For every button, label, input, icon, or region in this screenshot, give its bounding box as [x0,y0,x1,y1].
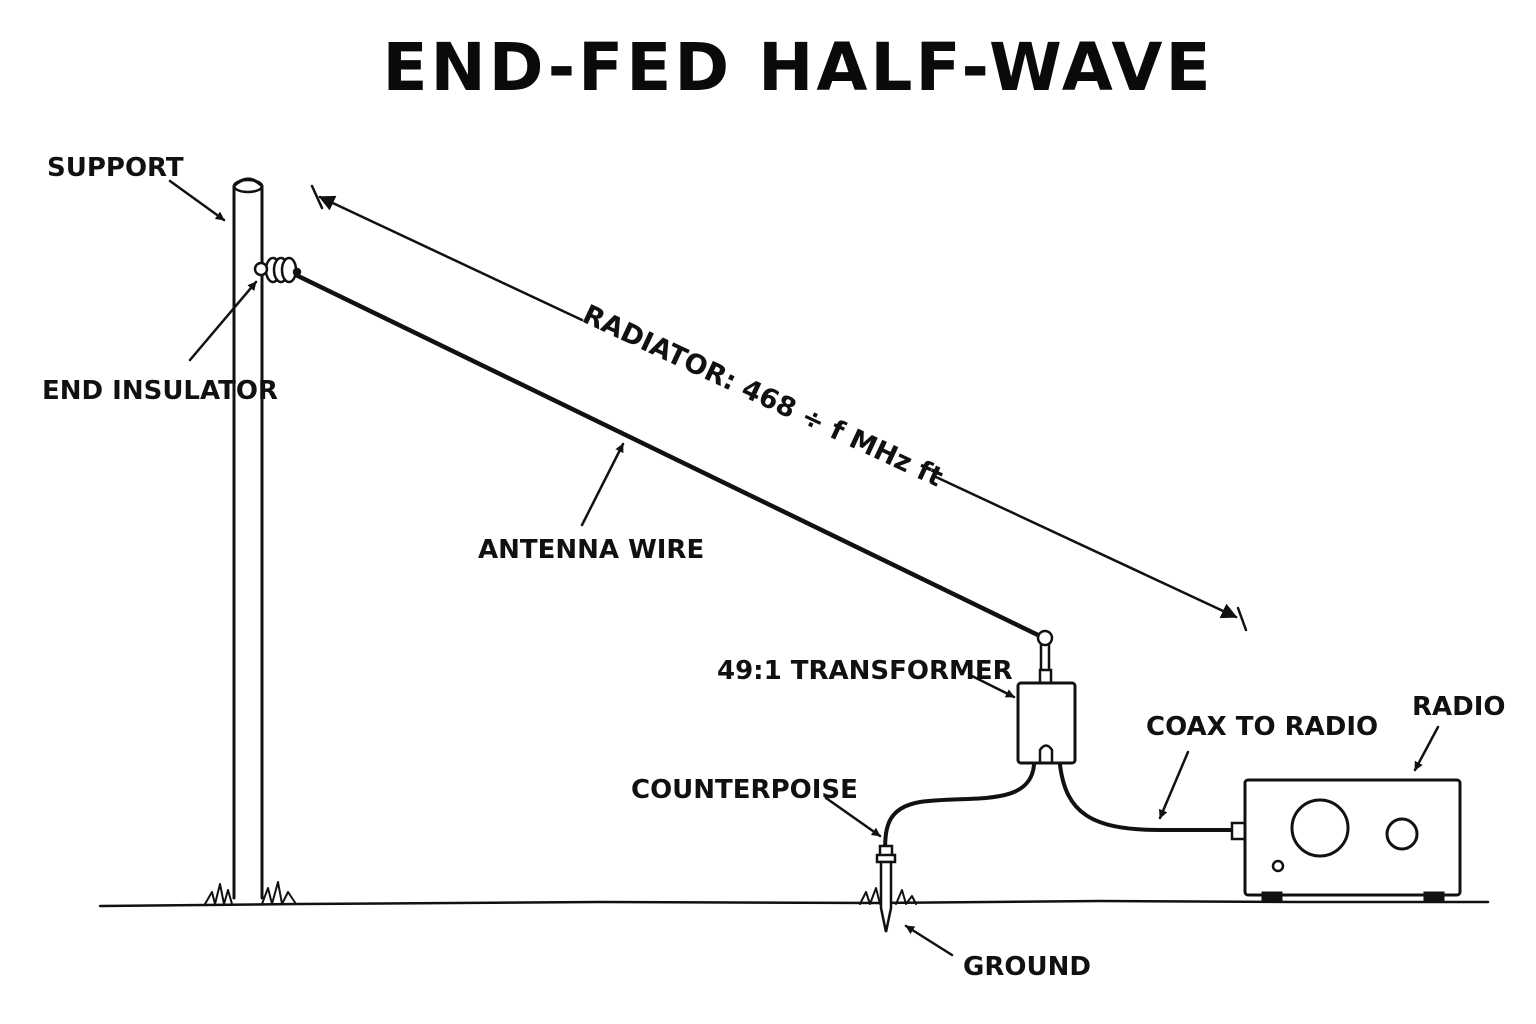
counterpoise-wire [883,763,1036,858]
antenna-wire-label: ANTENNA WIRE [478,535,704,565]
end-insulator-label: END INSULATOR [42,376,278,406]
coax-leader-arrow [1158,750,1190,820]
ground-label: GROUND [963,952,1091,982]
radio-volume-knob-icon [1385,817,1419,851]
radio-unit [1243,778,1462,902]
support-pole [232,177,264,900]
radiator-formula-label: RADIATOR: 468 ÷ f MHz ft [578,299,948,493]
coax-cable [1058,763,1234,832]
diagram-title: END-FED HALF-WAVE [382,29,1213,106]
insulator-leader-arrow [188,280,258,362]
antenna-wire [293,272,1043,639]
coax-label: COAX TO RADIO [1146,712,1378,742]
support-label: SUPPORT [47,153,184,183]
transformer-feedpoint [1036,629,1054,685]
radiator-dimension [310,184,1248,632]
end-insulator [253,256,302,284]
grass-tuft [204,881,917,905]
ground-line [98,899,1490,908]
transformer-label: 49:1 TRANSFORMER [717,656,1013,686]
radio-label: RADIO [1412,692,1506,722]
coax-connector [1230,821,1247,841]
ground-stake [875,844,897,933]
radio-tuning-knob-icon [1290,798,1350,858]
counterpoise-label: COUNTERPOISE [631,775,858,805]
radio-leader-arrow [1413,725,1440,772]
transformer-leader-arrow [970,674,1016,699]
wire-leader-arrow [580,442,625,527]
transformer-box [1016,681,1077,765]
support-leader-arrow [168,179,226,222]
counterpoise-leader-arrow [824,796,882,838]
radio-indicator-icon [1271,859,1285,873]
ground-leader-arrow [904,924,954,957]
